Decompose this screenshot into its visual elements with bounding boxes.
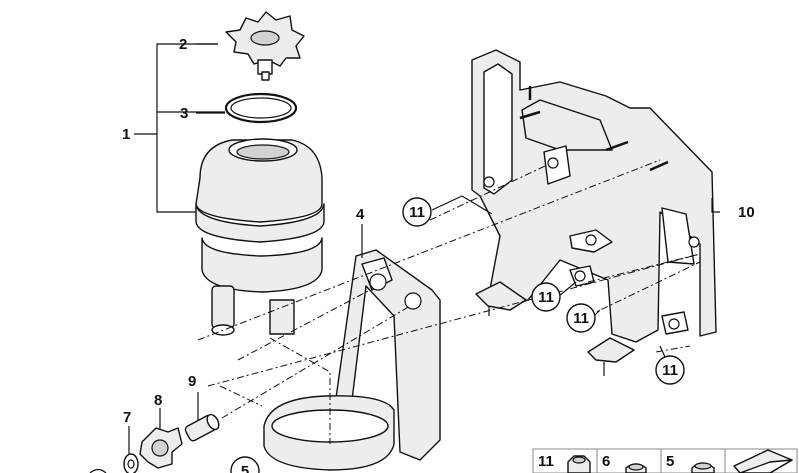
callout-11-b: 11	[531, 282, 561, 312]
svg-text:11: 11	[662, 362, 678, 379]
callout-4: 4	[356, 206, 365, 223]
callout-7: 7	[123, 409, 131, 426]
callout-10: 10	[738, 204, 755, 221]
callout-3: 3	[180, 105, 188, 122]
assembly-lines	[197, 159, 701, 444]
callout-labels: 1 2 3 4 10 9 8 7 5 11 11 11 11	[122, 36, 755, 473]
parts-legend: 11 6 5	[532, 448, 798, 473]
svg-text:11: 11	[573, 310, 589, 327]
callout-1: 1	[122, 126, 130, 143]
callout-9: 9	[188, 373, 196, 390]
legend-label-11: 11	[538, 453, 554, 470]
svg-text:11: 11	[538, 289, 554, 306]
reservoir-cap	[225, 11, 305, 81]
bolt-icon	[691, 462, 715, 473]
support-bracket	[471, 49, 717, 376]
callout-11-a: 11	[402, 197, 432, 227]
legend-label-6: 6	[602, 453, 610, 470]
o-ring-seal	[224, 92, 298, 124]
callout-11-c: 11	[566, 303, 596, 333]
spacer-plate-icon	[733, 449, 793, 473]
callout-5: 5	[230, 456, 260, 473]
screw-icon	[625, 463, 647, 473]
fastener-parts	[89, 413, 220, 473]
callout-2: 2	[179, 36, 187, 53]
callout-8: 8	[154, 392, 162, 409]
bracket-group-1	[134, 43, 225, 213]
callout-11-d: 11	[655, 355, 685, 385]
legend-label-5: 5	[666, 453, 674, 470]
nut-icon	[567, 455, 591, 473]
holder-bracket	[263, 249, 441, 471]
svg-text:11: 11	[409, 204, 425, 221]
reservoir-tank	[195, 138, 325, 336]
svg-text:5: 5	[241, 463, 249, 473]
